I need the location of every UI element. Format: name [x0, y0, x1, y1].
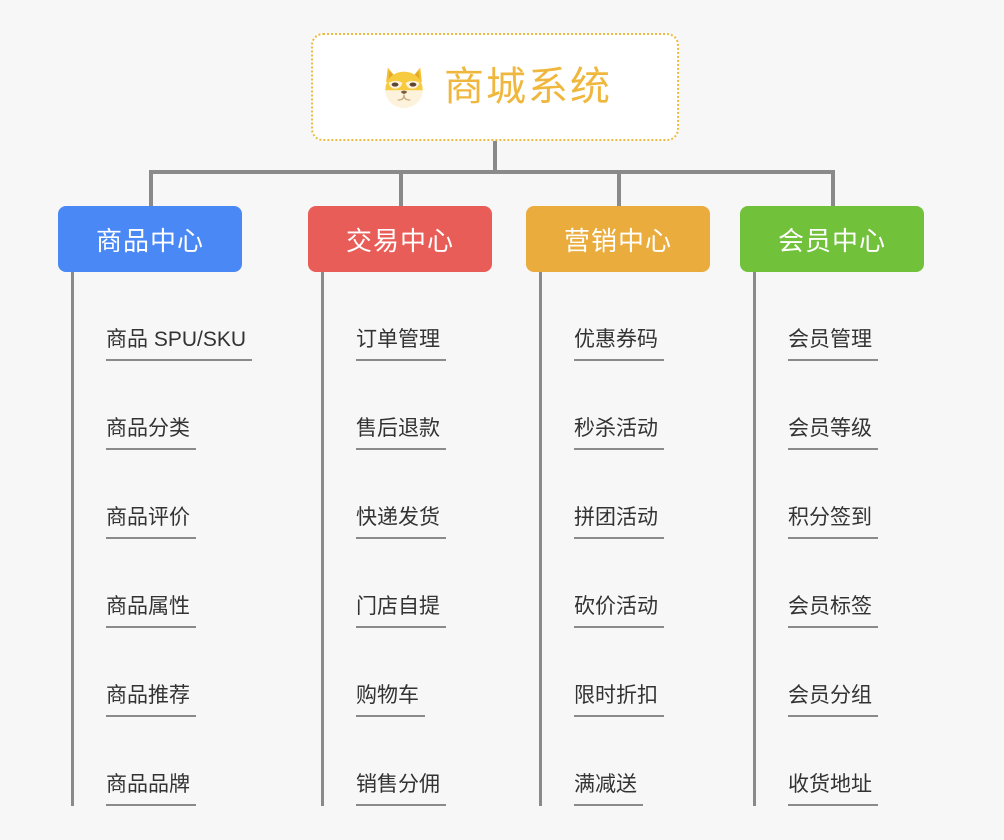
root-node-mall-system[interactable]: 商城系统 — [311, 33, 679, 141]
leaf-item-label: 商品评价 — [106, 505, 196, 539]
leaf-item[interactable]: 商品属性 — [74, 539, 242, 628]
leaf-item-label: 拼团活动 — [574, 505, 664, 539]
branch-header-label: 交易中心 — [345, 225, 454, 256]
leaf-item-label: 收货地址 — [788, 772, 878, 806]
leaf-item-label: 快递发货 — [356, 505, 446, 539]
leaf-item[interactable]: 会员等级 — [756, 361, 924, 450]
leaf-list: 会员管理会员等级积分签到会员标签会员分组收货地址 — [753, 272, 924, 806]
leaf-item-label: 满减送 — [574, 772, 643, 806]
leaf-item[interactable]: 销售分佣 — [324, 717, 492, 806]
leaf-item[interactable]: 购物车 — [324, 628, 492, 717]
branch-header-member[interactable]: 会员中心 — [740, 206, 924, 272]
branch-header-label: 营销中心 — [563, 225, 672, 256]
connector-drop-4 — [831, 170, 835, 206]
branch-header-marketing[interactable]: 营销中心 — [526, 206, 710, 272]
branch-column-trade: 交易中心订单管理售后退款快递发货门店自提购物车销售分佣 — [308, 206, 492, 806]
leaf-item[interactable]: 满减送 — [542, 717, 710, 806]
leaf-item[interactable]: 门店自提 — [324, 539, 492, 628]
leaf-item[interactable]: 会员分组 — [756, 628, 924, 717]
leaf-item-label: 订单管理 — [356, 327, 446, 361]
leaf-item[interactable]: 订单管理 — [324, 272, 492, 361]
connector-drop-2 — [399, 170, 403, 206]
leaf-item[interactable]: 会员管理 — [756, 272, 924, 361]
leaf-item-label: 积分签到 — [788, 505, 878, 539]
leaf-item-label: 商品品牌 — [106, 772, 196, 806]
leaf-item-label: 商品 SPU/SKU — [106, 327, 253, 361]
leaf-item-label: 限时折扣 — [574, 683, 664, 717]
leaf-item[interactable]: 砍价活动 — [542, 539, 710, 628]
leaf-item-label: 会员标签 — [788, 594, 878, 628]
leaf-item[interactable]: 商品评价 — [74, 450, 242, 539]
shiba-dog-face-icon — [385, 67, 423, 109]
connector-drop-3 — [617, 170, 621, 206]
root-node-title: 商城系统 — [444, 65, 612, 109]
leaf-item-label: 秒杀活动 — [574, 416, 664, 450]
leaf-item[interactable]: 会员标签 — [756, 539, 924, 628]
leaf-list: 商品 SPU/SKU 商品分类商品评价商品属性商品推荐商品品牌 — [71, 272, 253, 806]
leaf-item-label: 会员等级 — [788, 416, 878, 450]
leaf-item[interactable]: 收货地址 — [756, 717, 924, 806]
leaf-item[interactable]: 秒杀活动 — [542, 361, 710, 450]
leaf-item-label: 商品属性 — [106, 594, 196, 628]
branch-column-member: 会员中心会员管理会员等级积分签到会员标签会员分组收货地址 — [740, 206, 924, 806]
leaf-list: 订单管理售后退款快递发货门店自提购物车销售分佣 — [321, 272, 492, 806]
branch-header-trade[interactable]: 交易中心 — [308, 206, 492, 272]
leaf-item-label: 售后退款 — [356, 416, 446, 450]
leaf-item-label: 商品推荐 — [106, 683, 196, 717]
leaf-item-label: 会员管理 — [788, 327, 878, 361]
connector-horizontal-bus — [149, 170, 835, 174]
leaf-item[interactable]: 快递发货 — [324, 450, 492, 539]
branch-column-product: 商品中心商品 SPU/SKU 商品分类商品评价商品属性商品推荐商品品牌 — [58, 206, 253, 806]
leaf-item[interactable]: 售后退款 — [324, 361, 492, 450]
leaf-item[interactable]: 商品分类 — [74, 361, 242, 450]
branch-header-label: 商品中心 — [95, 225, 204, 256]
leaf-item[interactable]: 拼团活动 — [542, 450, 710, 539]
leaf-item[interactable]: 限时折扣 — [542, 628, 710, 717]
leaf-item-label: 会员分组 — [788, 683, 878, 717]
leaf-item-label: 购物车 — [356, 683, 425, 717]
leaf-item-label: 销售分佣 — [356, 772, 446, 806]
leaf-item[interactable]: 商品推荐 — [74, 628, 242, 717]
connector-root-stem — [493, 141, 497, 173]
leaf-item-label: 砍价活动 — [574, 594, 664, 628]
branch-header-product[interactable]: 商品中心 — [58, 206, 242, 272]
leaf-item[interactable]: 商品 SPU/SKU — [74, 272, 253, 361]
leaf-list: 优惠券码秒杀活动拼团活动砍价活动限时折扣满减送 — [539, 272, 710, 806]
branch-column-marketing: 营销中心优惠券码秒杀活动拼团活动砍价活动限时折扣满减送 — [526, 206, 710, 806]
connector-drop-1 — [149, 170, 153, 206]
branch-header-label: 会员中心 — [777, 225, 886, 256]
leaf-item[interactable]: 优惠券码 — [542, 272, 710, 361]
leaf-item-label: 优惠券码 — [574, 327, 664, 361]
leaf-item[interactable]: 积分签到 — [756, 450, 924, 539]
leaf-item-label: 商品分类 — [106, 416, 196, 450]
leaf-item-label: 门店自提 — [356, 594, 446, 628]
leaf-item[interactable]: 商品品牌 — [74, 717, 242, 806]
